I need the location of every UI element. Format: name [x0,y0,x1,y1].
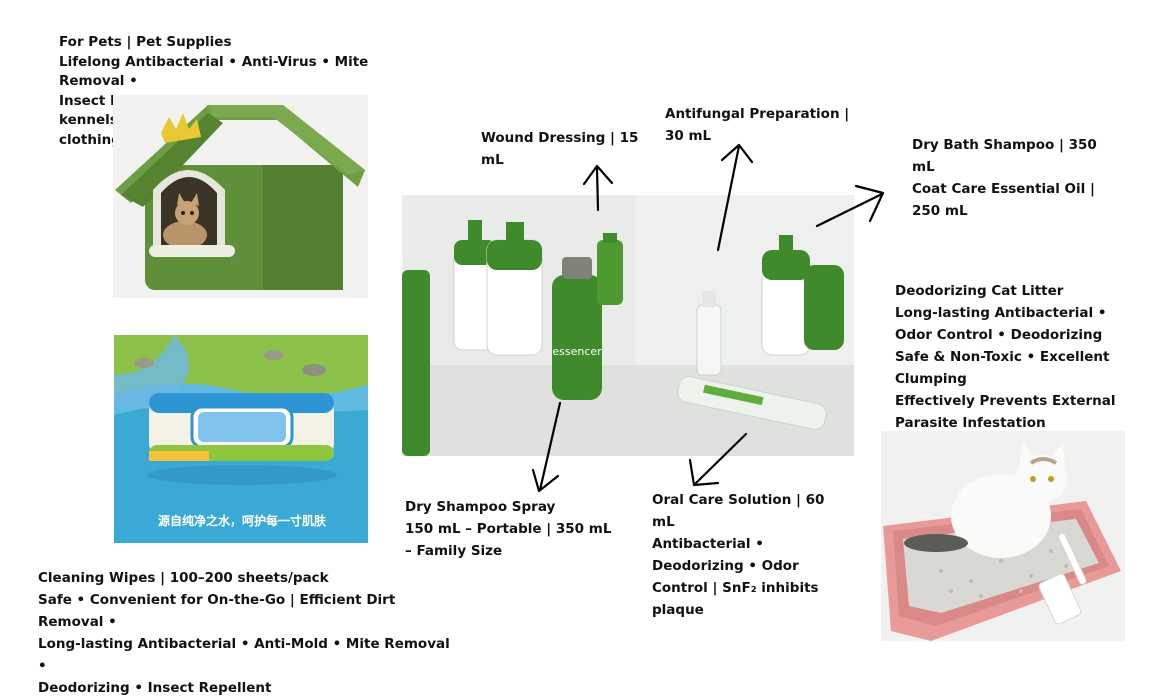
dry-spray-caption: Dry Shampoo Spray 150 mL – Portable | 35… [405,496,620,562]
wound-dressing-label: Wound Dressing | 15 mL [481,130,639,168]
bottle-brand-text: essencer [552,345,602,358]
oral-care-line-1: Oral Care Solution | 60 mL [652,492,825,530]
antifungal-label: Antifungal Preparation | 30 mL [665,106,850,144]
arrow-right-dry-bath [815,184,885,228]
wipes-package-text: 源自纯净之水，呵护每一寸肌肤 [158,513,327,528]
cat-litter-image [881,431,1125,641]
dry-bath-line-2: Coat Care Essential Oil | 250 mL [912,181,1095,219]
wipes-image: 源自纯净之水，呵护每一寸肌肤 [114,335,368,543]
wipes-line-4: Deodorizing • Insect Repellent [38,680,272,696]
dry-spray-line-1: Dry Shampoo Spray [405,499,556,515]
cat-litter-line-1: Deodorizing Cat Litter [895,283,1064,299]
oral-care-line-2: Antibacterial • Deodorizing • Odor Contr… [652,536,819,618]
arrow-up-wound [582,164,614,212]
arrow-up-antifungal [716,143,754,252]
pet-house-line-4: clothing [59,131,121,148]
dry-bath-line-1: Dry Bath Shampoo | 350 mL [912,137,1097,175]
arrow-down-oral-care [688,432,748,487]
arrows-layer [531,143,885,493]
cat-litter-caption: Deodorizing Cat Litter Long-lasting Anti… [895,280,1130,434]
wipes-line-1: Cleaning Wipes | 100–200 sheets/pack [38,570,329,586]
bottles-image: essencer [402,195,854,456]
wipes-line-2: Safe • Convenient for On-the-Go | Effici… [38,592,396,630]
pet-house-line-1: For Pets | Pet Supplies [59,34,232,50]
pet-house-line-2: Lifelong Antibacterial • Anti-Virus • Mi… [59,53,369,90]
dry-spray-line-2: 150 mL – Portable | 350 mL – Family Size [405,521,612,559]
cat-litter-line-3: Safe & Non-Toxic • Excellent Clumping [895,349,1110,387]
cat-litter-line-4: Effectively Prevents External Parasite I… [895,393,1116,431]
arrow-down-dry-spray [531,401,562,493]
cat-litter-line-2: Long-lasting Antibacterial • Odor Contro… [895,305,1107,343]
dry-bath-caption: Dry Bath Shampoo | 350 mL Coat Care Esse… [912,134,1097,222]
oral-care-caption: Oral Care Solution | 60 mL Antibacterial… [652,489,827,621]
pet-house-image [113,95,368,298]
